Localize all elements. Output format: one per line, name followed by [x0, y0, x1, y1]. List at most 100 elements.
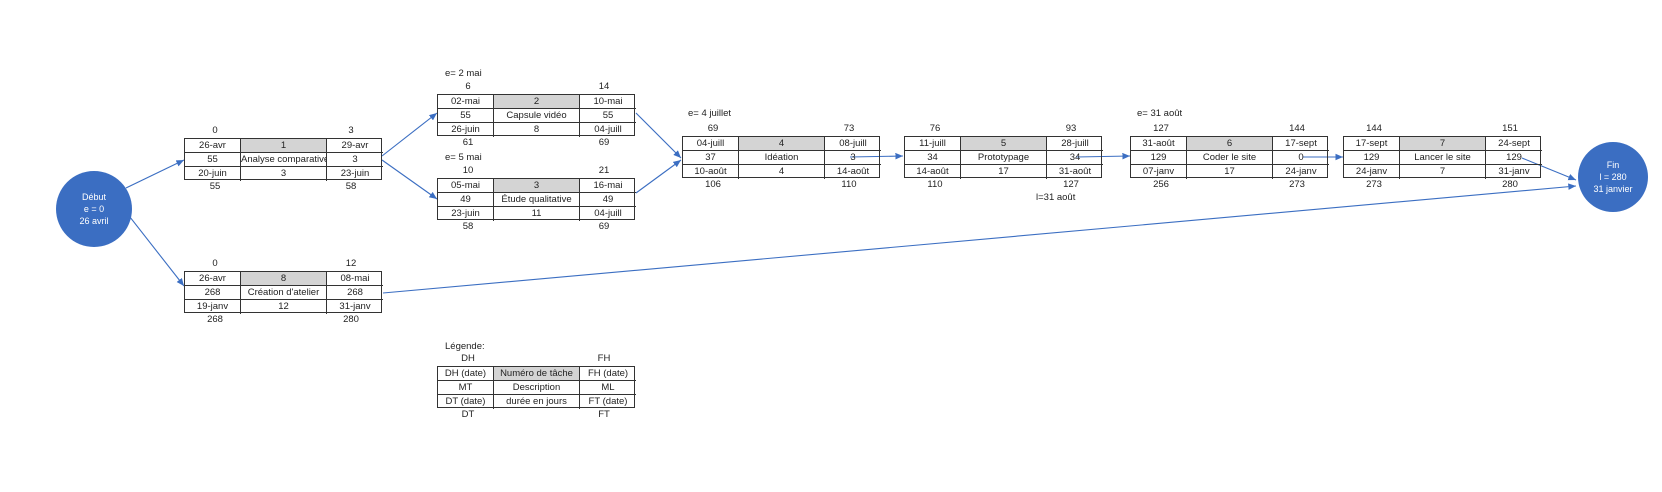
cell-ft: 04-juill [594, 208, 622, 219]
early-finish-day: 21 [598, 165, 610, 176]
early-finish-day: FH [597, 353, 611, 364]
cell-ml: 49 [580, 193, 636, 207]
cell-mt: 34 [905, 151, 961, 165]
late-finish-day: FT [598, 409, 610, 420]
cell-duration: 17 [961, 165, 1047, 179]
cell-mt: MT [438, 381, 494, 395]
cell-duration: 7 [1400, 165, 1486, 179]
arrow-task5-to-task6 [1075, 152, 1131, 160]
cell-duration: 4 [739, 165, 825, 179]
early-finish-day: 73 [843, 123, 855, 134]
note-task6-early: e= 31 août [1137, 108, 1183, 119]
early-start-day: 0 [212, 125, 218, 136]
late-start-day: 55 [209, 181, 221, 192]
late-start-day: 256 [1153, 179, 1169, 190]
node-top-row: DH FH [437, 353, 635, 365]
cell-task-number: 7 [1400, 137, 1486, 151]
late-finish-day: 69 [598, 137, 610, 148]
node-top-row: 69 73 [682, 123, 880, 135]
late-start-day: 268 [207, 314, 223, 325]
cell-ml: 34 [1047, 151, 1103, 165]
cell-ft: 31-janv [339, 301, 371, 312]
arrow-task4-to-task5 [849, 152, 904, 160]
arrow-start-to-task8 [125, 211, 185, 287]
cell-dh: 05-mai [438, 179, 494, 193]
cell-mt: 55 [185, 153, 241, 167]
cell-ml: 129 [1486, 151, 1542, 165]
cell-ml: 3 [327, 153, 383, 167]
cell-fh: 28-juill [1047, 137, 1103, 151]
arrow-task7-to-end [1521, 157, 1577, 181]
cell-duration: 17 [1187, 165, 1273, 179]
cell-description: Capsule vidéo [494, 109, 580, 123]
cell-ml: 0 [1273, 151, 1329, 165]
cell-dh: 26-avr [185, 272, 241, 286]
cell-description: Idéation [739, 151, 825, 165]
cell-mt: 129 [1131, 151, 1187, 165]
cell-dh: 11-juill [905, 137, 961, 151]
early-finish-day: 12 [345, 258, 357, 269]
arrow-task2-to-task4 [635, 112, 682, 159]
cell-ml: 55 [580, 109, 636, 123]
node-bottom-row: 256 273 [1130, 179, 1328, 191]
cell-task-number: 2 [494, 95, 580, 109]
node-bottom-row: DT FT [437, 409, 635, 421]
legend-title: Légende: [445, 341, 485, 352]
cell-mt: 37 [683, 151, 739, 165]
cell-description: Analyse comparative [241, 153, 327, 167]
cell-ft: 14-août [836, 166, 870, 177]
late-finish-day: 127 [1063, 179, 1079, 190]
cell-task-number: 3 [494, 179, 580, 193]
cell-dh: 31-août [1131, 137, 1187, 151]
cell-fh: 08-juill [825, 137, 881, 151]
cell-ml: ML [580, 381, 636, 395]
late-finish-day: 273 [1289, 179, 1305, 190]
cell-description: Description [494, 381, 580, 395]
cell-description: Étude qualitative [494, 193, 580, 207]
cell-task-number: Numéro de tâche [494, 367, 580, 381]
early-finish-day: 151 [1502, 123, 1518, 134]
cell-duration: 3 [241, 167, 327, 181]
late-start-day: 58 [462, 221, 474, 232]
cell-task-number: 4 [739, 137, 825, 151]
cell-dh: 04-juill [683, 137, 739, 151]
early-start-day: 69 [707, 123, 719, 134]
node-bottom-row: 58 69 [437, 221, 635, 233]
cell-dt: 19-janv [185, 300, 241, 314]
cell-fh: 17-sept [1273, 137, 1329, 151]
cell-mt: 268 [185, 286, 241, 300]
late-start-day: 106 [705, 179, 721, 190]
late-start-day: DT [461, 409, 475, 420]
cell-fh: FH (date) [580, 367, 636, 381]
cell-task-number: 5 [961, 137, 1047, 151]
note-task5-late: l=31 août [1036, 192, 1076, 203]
cell-task-number: 6 [1187, 137, 1273, 151]
cell-dt: 10-août [683, 165, 739, 179]
cell-dt: 24-janv [1344, 165, 1400, 179]
early-start-day: DH [461, 353, 475, 364]
late-finish-day: 69 [598, 221, 610, 232]
cell-ml: 3 [825, 151, 881, 165]
cell-fh: 24-sept [1486, 137, 1542, 151]
